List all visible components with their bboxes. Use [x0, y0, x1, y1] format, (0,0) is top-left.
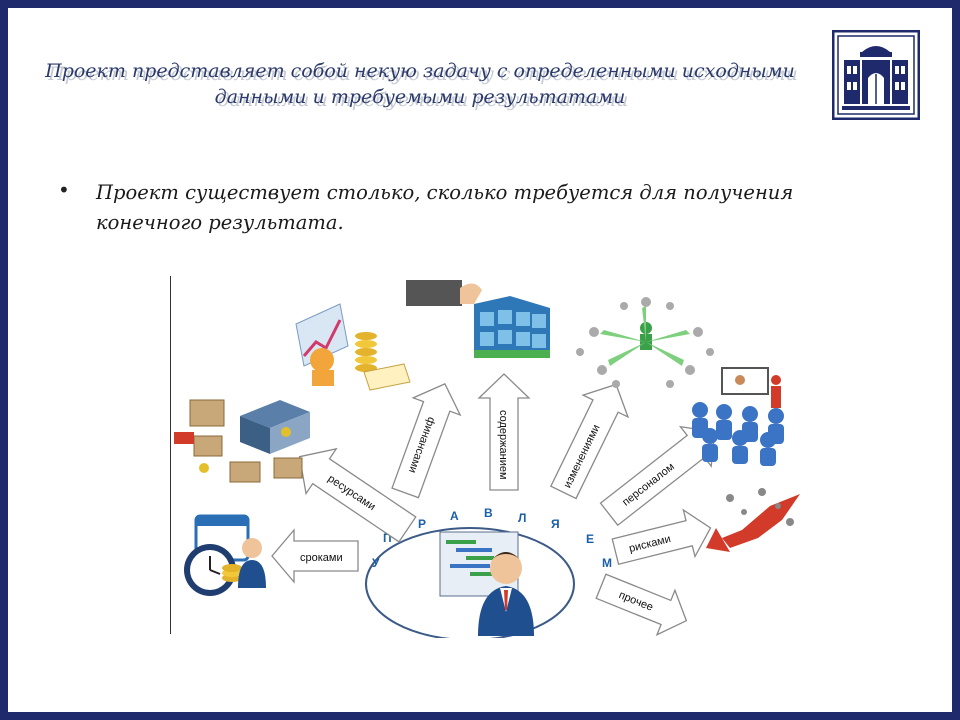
arrow-prochee: прочее [595, 573, 688, 637]
arrow-resursami: ресурсами [298, 447, 417, 543]
center-letter-9: М [602, 556, 612, 570]
meeting-people-icon [692, 367, 784, 466]
management-diagram: У П Р А В Л Я Е М сроками [174, 280, 800, 638]
arrow-riskami: рисками [611, 508, 712, 566]
center-letter-6: Л [518, 511, 526, 525]
arrow-srokami: сроками [271, 528, 359, 584]
center-letter-8: Е [586, 532, 594, 546]
bullet-text: Проект существует столько, сколько требу… [96, 178, 904, 238]
diagram-divider [170, 276, 171, 634]
center-letter-1: У [372, 556, 380, 570]
center-letter-5: В [484, 506, 493, 520]
university-logo-icon [832, 30, 920, 120]
center-letter-3: Р [418, 517, 426, 531]
risk-arrow-icon [706, 488, 800, 552]
bullet-item: • Проект существует столько, сколько тре… [58, 178, 904, 238]
arrow-izmeneniyami: изменениями [549, 383, 630, 500]
arrow-soderzhaniem: содержанием [477, 373, 531, 491]
arrow-finansami: финансами [391, 383, 462, 499]
title-line-1: Проект представляет собой некую задачу с… [45, 60, 795, 82]
clock-calendar-icon [184, 514, 266, 596]
warehouse-icon [174, 399, 310, 483]
network-people-icon [576, 297, 714, 388]
title-line-2: данными и требуемыми результатами [214, 86, 626, 108]
arrow-label-soderzhaniem: содержанием [497, 410, 509, 480]
center-letter-4: А [450, 509, 459, 523]
bullet-line-1: Проект существует столько, сколько требу… [96, 181, 794, 204]
slide-title: Проект представляет собой некую задачу с… [20, 58, 820, 110]
center-letter-2: П [383, 531, 392, 545]
bullet-marker: • [58, 178, 70, 202]
finance-coins-icon [295, 303, 411, 391]
arrow-label-srokami: сроками [300, 552, 343, 564]
bullet-line-2: конечного результата. [96, 211, 344, 234]
hand-building-icon [406, 280, 550, 358]
center-letter-7: Я [551, 517, 560, 531]
manager-gantt-icon [439, 531, 534, 636]
